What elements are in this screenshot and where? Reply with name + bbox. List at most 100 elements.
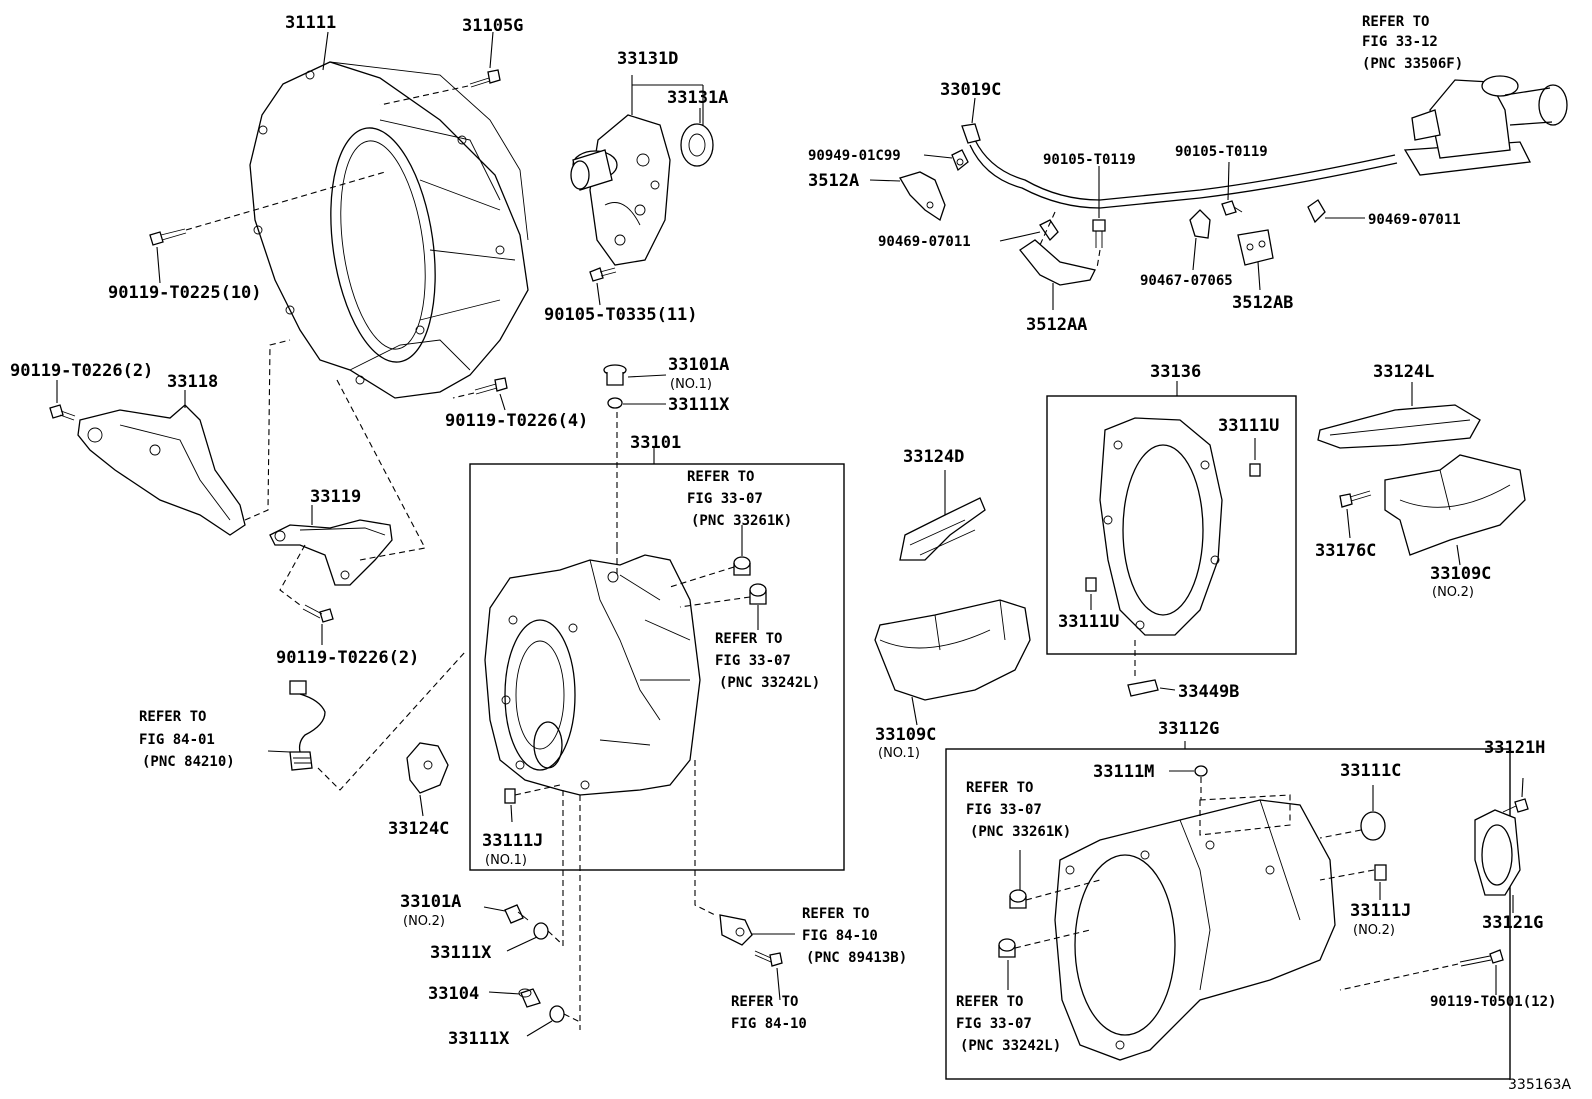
retainer-33136 (1099, 417, 1223, 636)
label-33111C: 33111C (1340, 761, 1401, 781)
sensor-pnc-84210 (289, 680, 326, 771)
bolt-31105G (469, 69, 501, 88)
label-33119: 33119 (310, 487, 361, 507)
label-33111X-bottom: 33111X (448, 1029, 510, 1049)
svg-text:(PNC 33242L): (PNC 33242L) (719, 675, 820, 691)
bushing-33242L-b (998, 938, 1016, 958)
plug-33104 (518, 988, 541, 1008)
svg-text:FIG 33-07: FIG 33-07 (966, 802, 1042, 818)
clip-90467-07065 (1189, 209, 1211, 239)
clamp-90469-07011-b (1307, 199, 1326, 224)
ref-fig33-07-a[interactable]: REFER TO FIG 33-07 (PNC 33261K) (687, 469, 792, 529)
label-33176C: 33176C (1315, 541, 1376, 561)
svg-text:FIG 33-07: FIG 33-07 (687, 491, 763, 507)
plate-33449B (1127, 679, 1159, 697)
label-33111J-left-note: (NO.1) (485, 853, 527, 868)
bushing-33261K-b (1009, 889, 1027, 909)
label-33109C-right: 33109C (1430, 564, 1491, 584)
label-33124L: 33124L (1373, 362, 1434, 382)
cover-33124D (899, 497, 986, 561)
bolt-90119-T0226-4 (474, 377, 508, 395)
cover-33124L (1317, 404, 1481, 449)
cover-33124C (406, 742, 449, 794)
label-90105-T0119-b: 90105-T0119 (1175, 144, 1268, 160)
bolt-90105-T0119-a (1092, 219, 1106, 248)
label-33124C: 33124C (388, 819, 449, 839)
bolt-90119-T0226-2b (302, 604, 334, 623)
svg-text:REFER TO: REFER TO (715, 631, 782, 647)
label-33121H: 33121H (1484, 738, 1545, 758)
svg-text:REFER TO: REFER TO (956, 994, 1023, 1010)
group-box-33112G (945, 748, 1511, 1080)
label-33109C-right-note: (NO.2) (1432, 585, 1474, 600)
label-90119-T0225-10: 90119-T0225(10) (108, 283, 262, 303)
pin-33111J-no2 (1374, 864, 1387, 881)
svg-text:FIG 33-07: FIG 33-07 (715, 653, 791, 669)
svg-text:(PNC 89413B): (PNC 89413B) (806, 950, 907, 966)
label-33136: 33136 (1150, 362, 1201, 382)
label-33101A-top-note: (NO.1) (670, 377, 712, 392)
label-90105-T0119-a: 90105-T0119 (1043, 152, 1136, 168)
label-33019C: 33019C (940, 80, 1001, 100)
label-33101A-top: 33101A (668, 355, 729, 375)
figure-id: 335163A (1508, 1077, 1571, 1093)
cover-33109C-no2 (1384, 454, 1526, 556)
bolt-90105-T0119-b (1221, 200, 1243, 216)
label-90119-T0226-2a: 90119-T0226(2) (10, 361, 153, 381)
svg-text:(PNC 33261K): (PNC 33261K) (970, 824, 1071, 840)
label-3512AB: 3512AB (1232, 293, 1293, 313)
bushing-33261K (733, 556, 751, 576)
bracket-3512A (899, 171, 946, 222)
retainer-33121G (1474, 809, 1521, 896)
label-33111J-right: 33111J (1350, 901, 1411, 921)
ref-fig33-07-c[interactable]: REFER TO FIG 33-07 (PNC 33261K) (966, 780, 1071, 840)
bracket-33119 (269, 519, 393, 586)
label-33111U-bottom: 33111U (1058, 612, 1119, 632)
svg-text:(PNC 84210): (PNC 84210) (142, 754, 235, 770)
group-box-33136 (1046, 395, 1297, 655)
label-90119-T0226-2b: 90119-T0226(2) (276, 648, 419, 668)
label-33111U-top: 33111U (1218, 416, 1279, 436)
ref-fig84-01[interactable]: REFER TO FIG 84-01 (PNC 84210) (139, 709, 235, 770)
plug-33101A-no2 (504, 904, 529, 924)
label-31111: 31111 (285, 13, 336, 33)
ref-fig33-07-b[interactable]: REFER TO FIG 33-07 (PNC 33242L) (715, 631, 820, 691)
svg-text:REFER TO: REFER TO (802, 906, 869, 922)
label-33111J-left: 33111J (482, 831, 543, 851)
ref-fig84-10-a[interactable]: REFER TO FIG 84-10 (PNC 89413B) (802, 906, 907, 966)
gasket-33111X-top (607, 397, 623, 409)
ref-fig84-10-b[interactable]: REFER TO FIG 84-10 (731, 994, 807, 1032)
svg-text:REFER TO: REFER TO (139, 709, 206, 725)
svg-text:(PNC 33506F): (PNC 33506F) (1362, 56, 1463, 72)
transmission-case-33101 (484, 554, 701, 796)
bolt-90119-T0225 (149, 228, 187, 246)
pin-33111J-no1 (504, 788, 516, 804)
plug-33111M (1194, 765, 1208, 777)
svg-text:FIG 33-12: FIG 33-12 (1362, 34, 1438, 50)
fitting-pnc-33506F (1403, 75, 1568, 176)
svg-text:FIG 33-07: FIG 33-07 (956, 1016, 1032, 1032)
extension-housing-33112G (1054, 794, 1336, 1061)
ref-fig33-12[interactable]: REFER TO FIG 33-12 (PNC 33506F) (1362, 14, 1463, 72)
svg-text:FIG 84-01: FIG 84-01 (139, 732, 215, 748)
label-33124D: 33124D (903, 447, 964, 467)
bracket-3512AB (1237, 229, 1274, 266)
bracket-33118 (77, 404, 246, 536)
group-box-33101 (469, 463, 845, 871)
bolt-fig84-10 (754, 950, 783, 967)
cap-33111C (1360, 811, 1386, 841)
label-33101A-bottom: 33101A (400, 892, 461, 912)
label-90119-T0501-12: 90119-T0501(12) (1430, 994, 1556, 1010)
label-33111J-right-note: (NO.2) (1353, 923, 1395, 938)
cover-33109C-no1 (874, 599, 1031, 701)
label-33121G: 33121G (1482, 913, 1543, 933)
label-90105-T0335-11: 90105-T0335(11) (544, 305, 698, 325)
label-90119-T0226-4: 90119-T0226(4) (445, 411, 588, 431)
ref-fig33-07-d[interactable]: REFER TO FIG 33-07 (PNC 33242L) (956, 994, 1061, 1054)
clutch-housing-31111 (249, 61, 529, 399)
gasket-33111X-bottom (549, 1005, 565, 1023)
label-33118: 33118 (167, 372, 218, 392)
plug-33101A-no1 (603, 364, 627, 386)
tube-33019C (961, 123, 1398, 209)
